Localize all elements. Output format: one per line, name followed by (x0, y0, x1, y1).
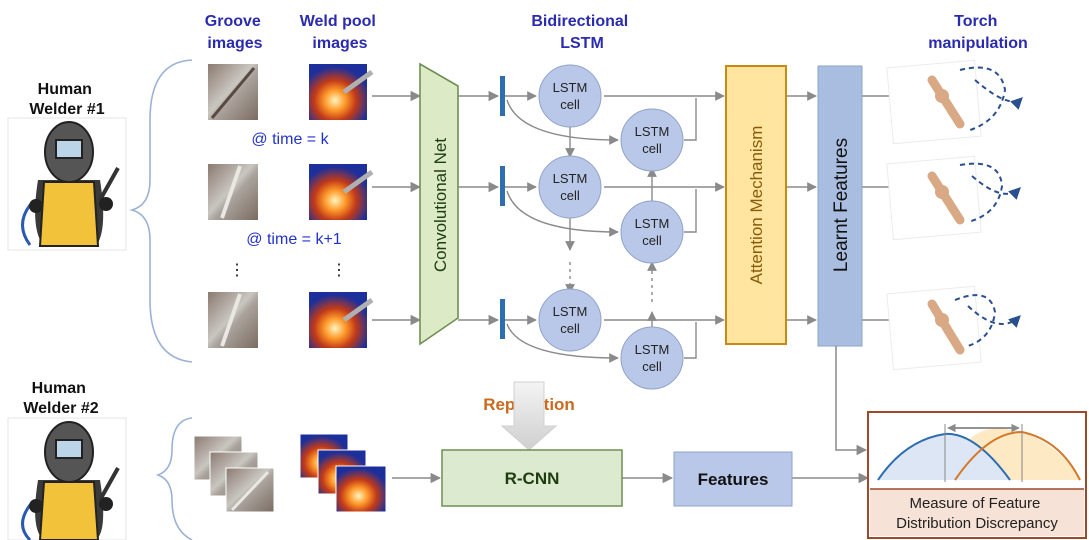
distribution-discrepancy-block: Measure of Feature Distribution Discrepa… (867, 411, 1087, 539)
learnt-features-block: Learnt Features (817, 65, 863, 347)
groove-image-3 (208, 292, 258, 348)
torch-trajectory-3 (886, 285, 1021, 371)
header-weld-pool-images: Weld pool images (300, 13, 381, 52)
brace-welder-1 (129, 59, 193, 363)
header-torch-manipulation: Torch manipulation (928, 13, 1028, 52)
time-label-k-plus-1: @ time = k+1 (246, 231, 341, 248)
weld-pool-image-stack (299, 433, 387, 513)
measure-label: Measure of Feature Distribution Discrepa… (896, 495, 1058, 532)
replication-arrow (500, 381, 558, 451)
welder-1-icon (7, 117, 127, 251)
feature-bar-2 (500, 166, 505, 206)
weld-pool-image-2 (309, 164, 374, 220)
weld-pool-image-1 (309, 64, 374, 120)
arrow-learnt-measure (835, 346, 868, 456)
torch-trajectory-2 (886, 155, 1021, 241)
weld-pool-image-3 (309, 292, 374, 348)
header-groove-images: Groove images (205, 13, 265, 52)
brace-welder-2 (155, 417, 193, 540)
attention-mechanism-label: Attention Mechanism (747, 126, 766, 285)
learnt-features-label: Learnt Features (831, 138, 852, 272)
ellipsis-groove: ⋮ (229, 262, 245, 279)
features-block: Features (673, 451, 793, 507)
welder-2-label: Human Welder #2 (23, 380, 98, 417)
header-bidirectional-lstm: Bidirectional LSTM (531, 13, 632, 52)
welder-1-label: Human Welder #1 (29, 81, 104, 118)
convolutional-net-label: Convolutional Net (431, 138, 450, 272)
time-label-k: @ time = k (251, 131, 329, 148)
welder-2-icon (7, 417, 127, 540)
feature-bar-3 (500, 299, 505, 339)
attention-mechanism-block: Attention Mechanism (725, 65, 787, 345)
feature-bar-1 (500, 76, 505, 116)
convolutional-net-block: Convolutional Net (419, 62, 459, 346)
rcnn-block: R-CNN (441, 449, 623, 507)
torch-trajectory-1 (886, 59, 1023, 145)
ellipsis-weld-pool: ⋮ (331, 262, 347, 279)
groove-image-stack (193, 435, 275, 513)
groove-image-1 (208, 64, 258, 120)
groove-image-2 (208, 164, 258, 220)
features-label: Features (698, 470, 769, 489)
rcnn-label: R-CNN (505, 469, 560, 488)
